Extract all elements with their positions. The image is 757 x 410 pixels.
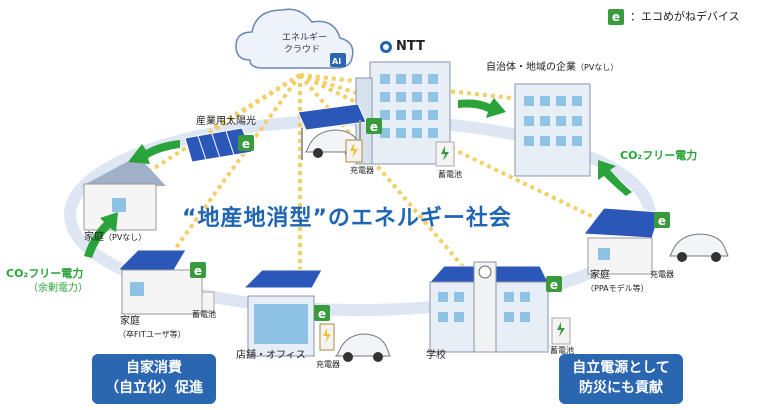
svg-text:e: e <box>242 137 250 151</box>
label-jichitai: 自治体・地域の企業（PVなし） <box>486 62 619 73</box>
label-sangyo-solar: 産業用太陽光 <box>196 116 256 127</box>
svg-text:e: e <box>550 278 558 292</box>
label-chikuden-school: 蓄電池 <box>550 346 574 355</box>
house-ppa-model <box>583 207 661 275</box>
legend-text: ：エコめがねデバイス <box>630 10 740 23</box>
municipal-building <box>514 83 591 177</box>
right-ev-car-icon <box>669 233 729 262</box>
ntt-building <box>355 61 451 165</box>
legend-e-badge: e <box>608 9 624 25</box>
label-katei-left-sub: （卒FITユーザ等） <box>118 330 186 339</box>
box-jika-shohi-line2: （自立化）促進 <box>105 380 203 396</box>
eco-megane-badge-letters: e e e e e e <box>194 120 666 321</box>
arrow-co2-left <box>84 212 118 258</box>
arrow-to-municipal <box>458 98 506 118</box>
house-pv-none <box>82 156 166 231</box>
label-katei-left: 家庭 <box>120 316 140 327</box>
legend: e ：エコめがねデバイス <box>608 8 740 25</box>
school-battery-icon <box>551 317 571 345</box>
eco-megane-badges <box>190 118 670 321</box>
box-jika-shohi: 自家消費 （自立化）促進 <box>92 354 216 404</box>
industrial-solar-panels <box>184 127 253 163</box>
box-jika-shohi-line1: 自家消費 <box>126 360 182 376</box>
label-juden-shop: 充電器 <box>316 360 340 369</box>
label-gakko: 学校 <box>426 350 446 361</box>
diagram-title: “地産地消型”のエネルギー社会 <box>182 206 512 231</box>
box-jiritsu-dengen: 自立電源として 防災にも貢献 <box>559 354 683 404</box>
ai-badge: AI <box>332 57 341 66</box>
label-katei-right-sub: （PPAモデル等） <box>586 284 649 293</box>
label-chikuden-center: 蓄電池 <box>438 170 462 179</box>
arrow-to-house-top <box>128 140 180 164</box>
shop-ev-car-icon <box>334 333 391 362</box>
energy-cloud-icon <box>235 8 354 69</box>
energy-flow-arrows <box>84 98 632 258</box>
cloud-label-line1: エネルギー <box>282 32 327 43</box>
svg-text:e: e <box>658 214 666 228</box>
label-co2-right: CO₂フリー電力 <box>620 149 698 162</box>
box-jiritsu-dengen-line1: 自立電源として <box>572 360 670 376</box>
ntt-logo-icon <box>380 40 392 53</box>
label-chikuden-left: 蓄電池 <box>192 310 216 319</box>
label-co2-left: CO₂フリー電力 <box>6 267 84 280</box>
label-juden-right: 充電器 <box>650 270 674 279</box>
cloud-label-line2: クラウド <box>284 44 320 55</box>
shop-office-building <box>242 269 323 357</box>
charger-icon <box>345 139 363 163</box>
house-sotsu-fit <box>116 249 215 315</box>
svg-text:e: e <box>194 264 202 278</box>
label-juden-center: 充電器 <box>350 166 374 175</box>
label-co2-left-sub: （余剰電力） <box>28 283 88 294</box>
school-building <box>428 261 549 353</box>
box-jiritsu-dengen-line2: 防災にも貢献 <box>579 380 663 396</box>
label-katei-right: 家庭 <box>590 270 610 281</box>
svg-text:e: e <box>318 307 326 321</box>
shop-charger-icon <box>319 323 335 351</box>
ntt-logo: NTT <box>380 39 425 54</box>
label-katei-top: 家庭（PVなし） <box>84 232 147 243</box>
arrow-co2-right <box>598 160 632 196</box>
battery-icon <box>435 141 455 167</box>
ntt-label: NTT <box>396 39 425 54</box>
svg-text:e: e <box>370 120 378 134</box>
label-tenpo: 店舗・オフィス <box>236 350 306 361</box>
